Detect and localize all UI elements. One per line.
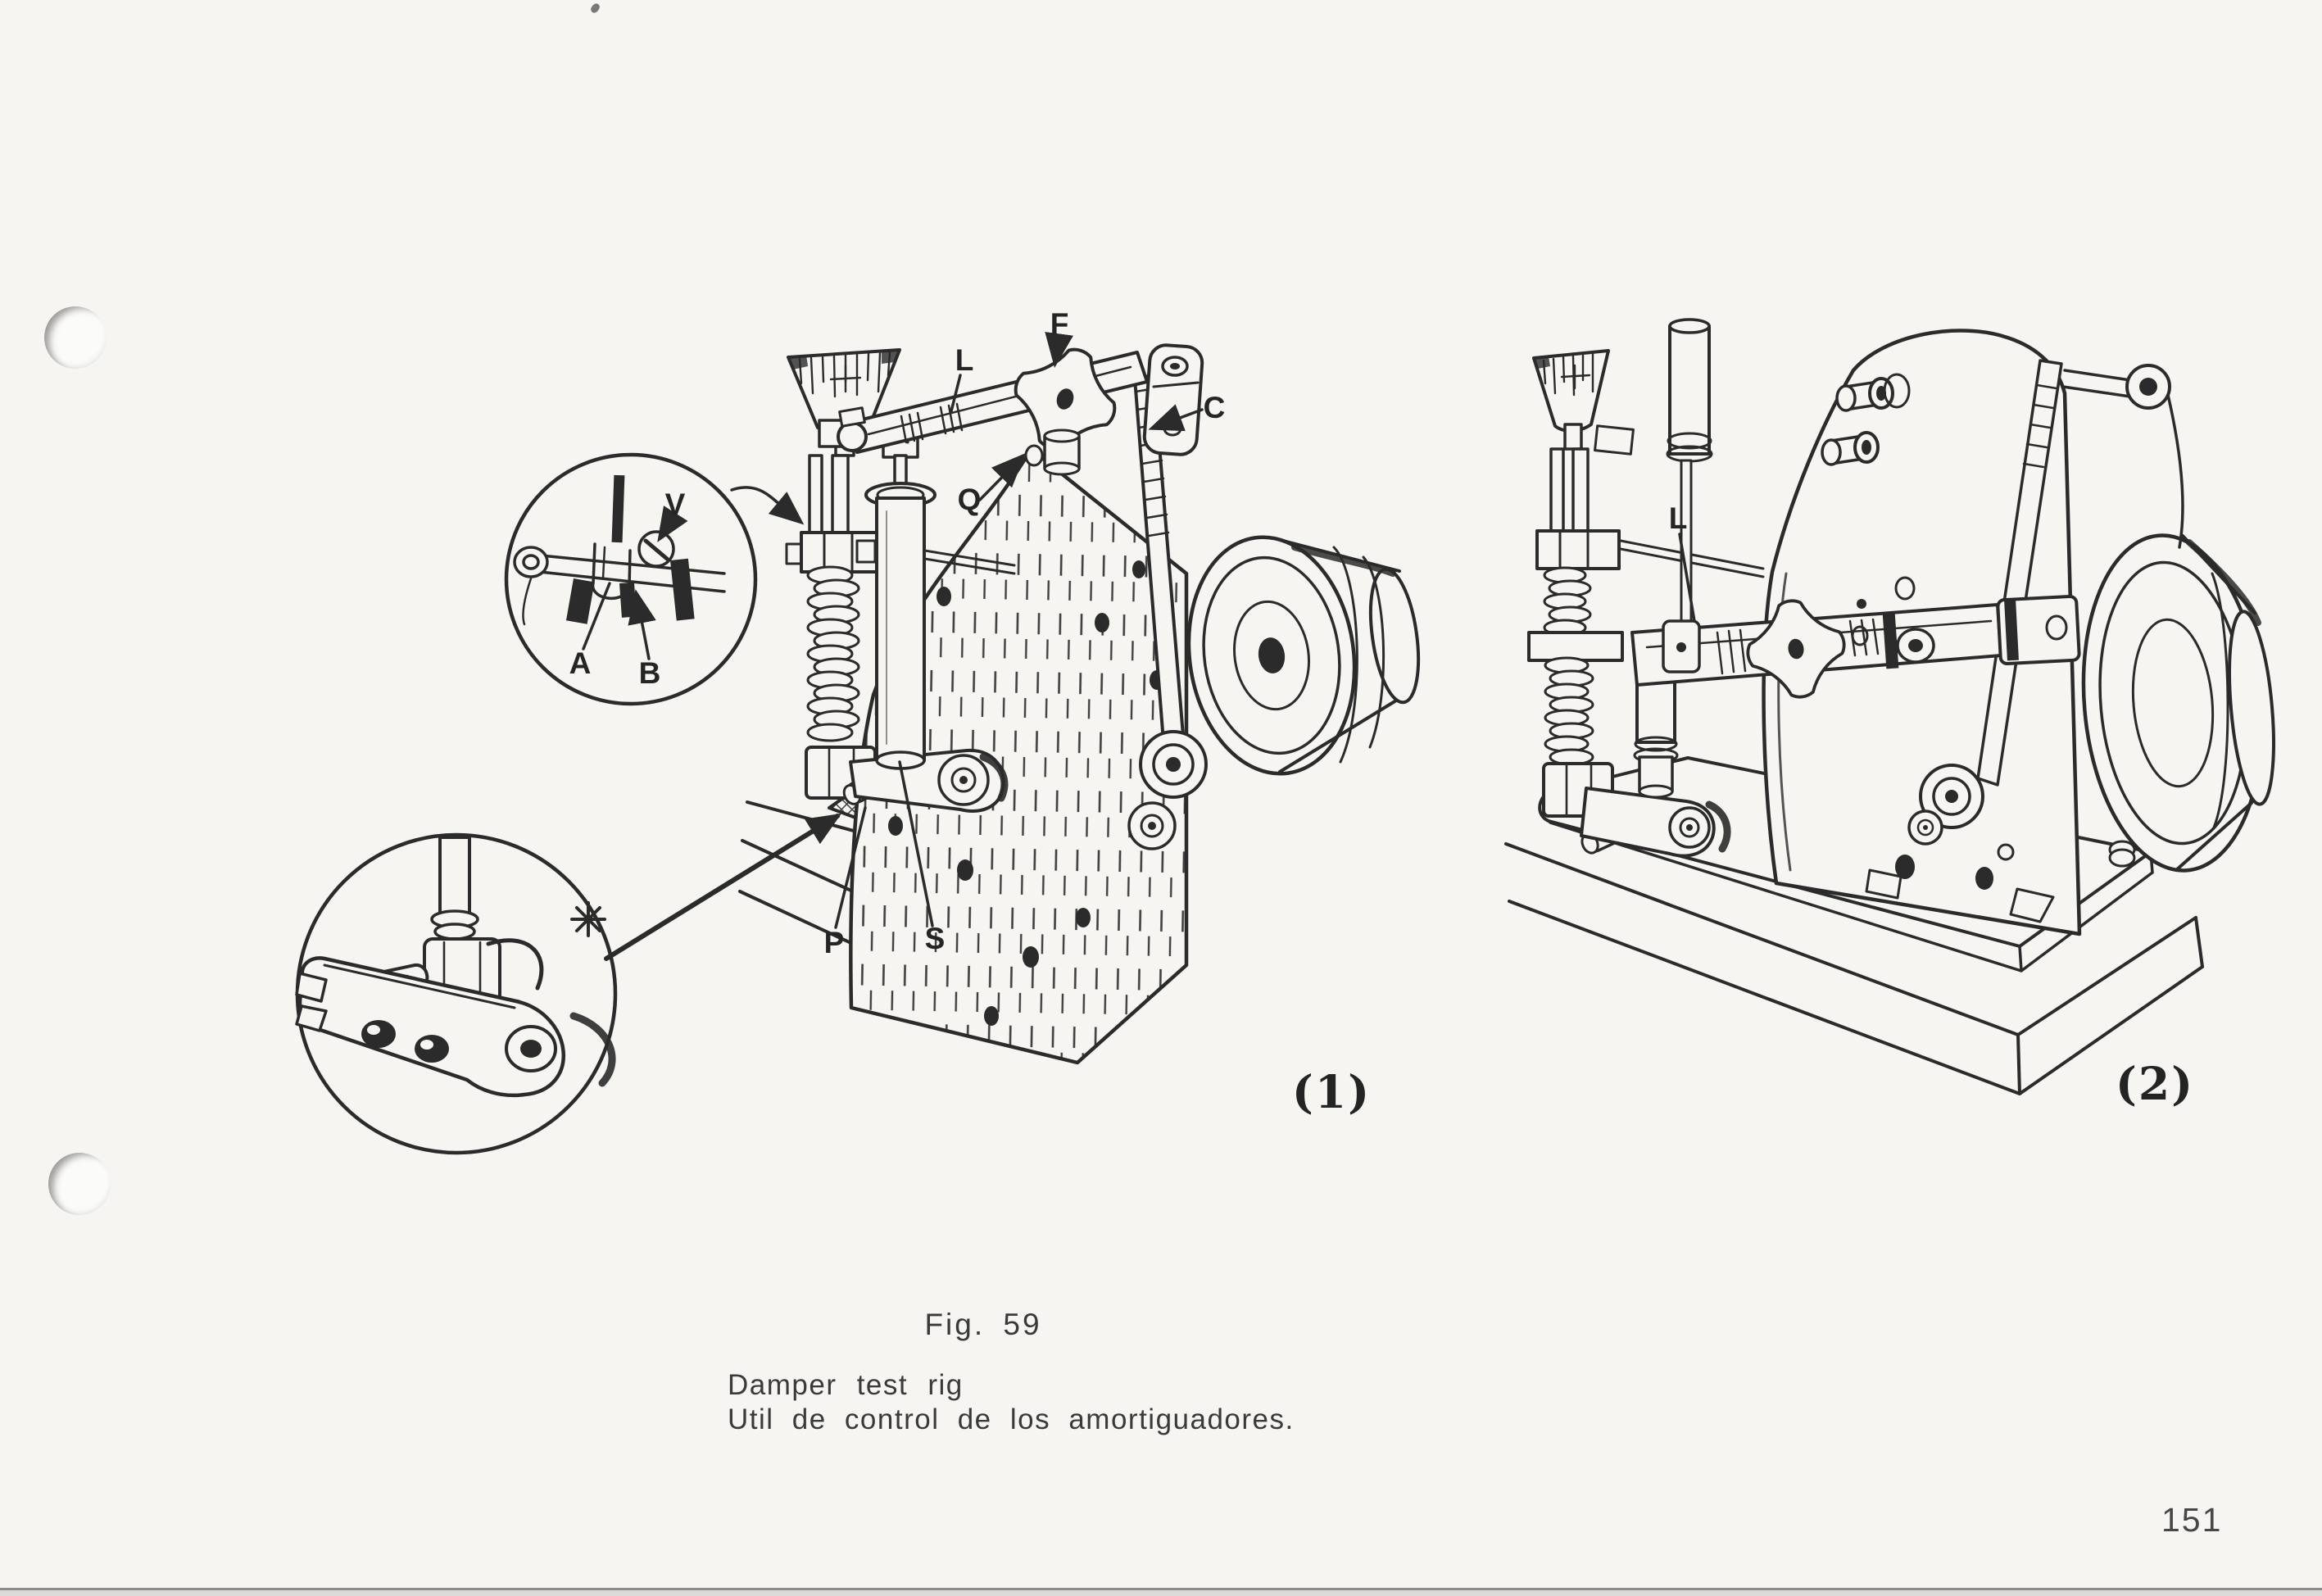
callout-S: S (925, 922, 946, 955)
clevis-bracket (1142, 343, 1204, 456)
detail-inset-2 (295, 813, 842, 1155)
callout-F: F (1050, 307, 1069, 341)
callout-Q: Q (958, 483, 982, 516)
damper-cylinder (864, 423, 937, 770)
caption-spanish: Util de control de los amortiguadores. (728, 1403, 1295, 1435)
scale-column (785, 348, 1009, 813)
caption-english: Damper test rig (728, 1369, 964, 1401)
strap-clamp-2 (1996, 594, 2081, 666)
figure-label: Fig. 59 (924, 1308, 1042, 1341)
roller-hub (1127, 730, 1208, 850)
scale-column-2 (1527, 349, 1731, 858)
detail-marker-asterisk (570, 901, 606, 937)
flywheel (1186, 535, 1421, 776)
panel2-illustration: L (2) (1504, 318, 2275, 1110)
knob-spacer (1024, 428, 1081, 476)
scan-bottom-edge (0, 1588, 2322, 1590)
callout-C: C (1204, 391, 1226, 424)
callout-B: B (639, 656, 661, 690)
spring (806, 565, 860, 742)
panel1-illustration: F L C Q V A B P S (1) (295, 307, 1421, 1155)
callout-L: L (955, 343, 974, 377)
panel1-leaders (582, 331, 1204, 929)
punch-hole-bottom (48, 1153, 111, 1215)
inset2-arrow (604, 813, 842, 961)
callout-A: A (569, 646, 592, 680)
damper-arm-2 (1580, 787, 1731, 858)
arm-shading (900, 402, 964, 444)
belt-strap-2 (1976, 359, 2184, 787)
roller-hub-2 (1907, 764, 1984, 846)
scan-bottom-strip (0, 1590, 2322, 1596)
scale-graduations (798, 351, 891, 398)
detail-inset-1 (504, 452, 805, 706)
base-slab-2 (1504, 842, 2204, 1095)
plate-bolts (1821, 373, 1911, 466)
flywheel-2 (2081, 533, 2275, 873)
page-number: 151 (2161, 1501, 2223, 1539)
callout-V: V (665, 487, 686, 521)
lower-damper-2 (1633, 654, 1679, 799)
mounting-plate (849, 447, 1189, 1065)
panel2-leader-L (1678, 533, 1696, 623)
panel1-label: (1) (1292, 1065, 1371, 1118)
lever-arm-2 (1630, 592, 2081, 705)
panel2-label: (2) (2116, 1057, 2194, 1110)
callout-P: P (824, 926, 845, 959)
callout-L2: L (1669, 501, 1688, 535)
punch-hole-top (44, 306, 107, 369)
